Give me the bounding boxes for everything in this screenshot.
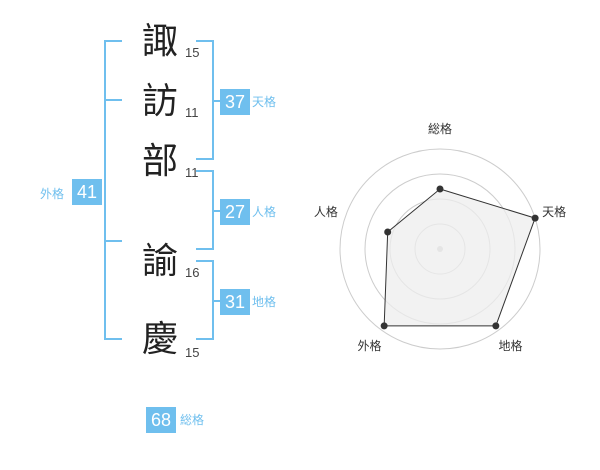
radar-point-3 — [380, 322, 388, 330]
stroke-count-2: 11 — [185, 105, 199, 120]
gaikaku-tick-2 — [104, 240, 122, 242]
radar-point-1 — [531, 214, 539, 222]
name-char-1: 諏 — [141, 21, 178, 62]
stroke-count-5: 15 — [185, 345, 200, 360]
stroke-count-1: 15 — [185, 45, 200, 60]
name-char-5: 慶 — [141, 319, 178, 360]
tenkaku-label: 天格 — [252, 95, 277, 109]
radar-axis-label-2: 地格 — [499, 338, 523, 353]
gaikaku-score: 41 — [72, 179, 102, 205]
radar-point-4 — [384, 228, 392, 236]
radar-ring-4 — [339, 148, 541, 350]
tenkaku-score: 37 — [220, 89, 250, 115]
soukaku-label: 総格 — [180, 413, 205, 427]
stroke-count-4: 16 — [185, 265, 200, 280]
radar-axis-label-3: 外格 — [357, 338, 381, 353]
jinkaku-label: 人格 — [252, 205, 277, 219]
name-char-3: 部 — [141, 141, 178, 182]
chikaku-tick — [212, 300, 222, 302]
radar-point-2 — [492, 322, 500, 330]
jinkaku-tick — [212, 210, 222, 212]
name-char-2: 訪 — [141, 81, 178, 122]
name-char-4: 諭 — [141, 241, 178, 282]
radar-point-0 — [436, 185, 444, 193]
soukaku-score: 68 — [146, 407, 176, 433]
radar-axis-label-4: 人格 — [314, 204, 338, 219]
gaikaku-label: 外格 — [40, 187, 65, 201]
radar-points — [380, 185, 539, 330]
gaikaku-tick-1 — [104, 99, 122, 101]
chikaku-label: 地格 — [252, 295, 277, 309]
stroke-count-3: 11 — [185, 165, 199, 180]
chikaku-score: 31 — [220, 289, 250, 315]
gaikaku-bracket — [104, 40, 122, 340]
radar-axis-label-0: 総格 — [428, 121, 452, 136]
jinkaku-score: 27 — [220, 199, 250, 225]
radar-axis-label-1: 天格 — [542, 204, 566, 219]
tenkaku-tick — [212, 100, 222, 102]
radar-shape — [383, 188, 536, 327]
